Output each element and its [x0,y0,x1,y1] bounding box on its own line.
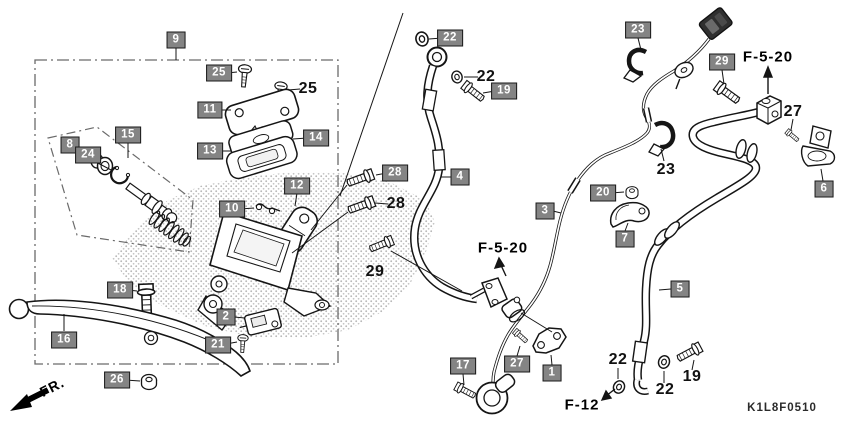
part-callout-22: 22 [608,351,628,368]
assembly-dashed-box [34,59,339,365]
part-callout-17: 17 [450,357,476,375]
figure-ref-f-5-20: F-5-20 [742,48,794,66]
figure-ref-f-12: F-12 [564,396,600,414]
brake-switch [239,307,282,336]
sensor-connector [698,7,733,40]
wire-clip-23-lower [648,120,676,157]
part-callout-21: 21 [205,336,231,354]
part-callout-3: 3 [535,202,555,220]
part-callout-1: 1 [542,364,562,382]
part-callout-19: 19 [491,82,517,100]
wire-clip-23-upper [622,47,648,83]
wire-grommet [501,296,526,323]
speed-sensor [475,373,516,415]
figure-code: K1L8F0510 [747,402,817,414]
wire-guide-7 [609,201,650,228]
part-callout-15: 15 [115,126,141,144]
part-callout-24: 24 [75,146,101,164]
circlip [110,165,131,185]
part-callout-4: 4 [450,168,470,186]
part-callout-22: 22 [655,381,675,398]
part-callout-19: 19 [682,368,702,385]
part-callout-2: 2 [216,308,236,326]
reservoir-joint-clip [255,203,281,215]
part-callout-23: 23 [625,21,651,39]
part-callout-23: 23 [656,161,676,178]
part-callout-25: 25 [206,64,232,82]
part-callout-11: 11 [197,101,223,119]
ref-arrows [493,65,774,401]
part-callout-28: 28 [386,195,406,212]
part-callout-7: 7 [615,230,635,248]
part-callout-8: 8 [60,136,80,154]
part-callout-28: 28 [382,164,408,182]
front-brake-hose [410,46,508,309]
part-callout-22: 22 [476,68,496,85]
master-cylinder-body [197,210,332,332]
speed-sensor-wire [491,38,711,384]
part-callout-6: 6 [814,180,834,198]
modulator-fitting [756,95,782,125]
part-callout-22: 22 [437,29,463,47]
rear-brake-hose [631,106,765,395]
part-callout-5: 5 [670,280,690,298]
part-callout-27: 27 [783,103,803,120]
piston-spring [148,210,192,247]
hose-bracket-6 [800,125,836,167]
part-callout-26: 26 [104,371,130,389]
part-callout-27: 27 [504,355,530,373]
part-callout-12: 12 [284,177,310,195]
part-callout-9: 9 [166,31,186,49]
part-callout-13: 13 [197,142,223,160]
part-callout-14: 14 [303,129,329,147]
sensor-bracket-1 [532,327,567,354]
wire-clamp-mount [674,61,694,90]
master-cylinder-piston [125,182,178,224]
part-callout-10: 10 [219,200,245,218]
part-callout-29: 29 [365,263,385,280]
diaphragm [225,135,298,180]
piston-kit-dashed-box [47,126,194,253]
part-callout-29: 29 [709,53,735,71]
part-callout-18: 18 [107,281,133,299]
part-callout-20: 20 [590,184,616,202]
part-callout-25: 25 [298,80,318,97]
fr-direction-arrow [10,387,50,411]
part-callout-16: 16 [51,331,77,349]
figure-ref-f-5-20: F-5-20 [477,239,529,257]
